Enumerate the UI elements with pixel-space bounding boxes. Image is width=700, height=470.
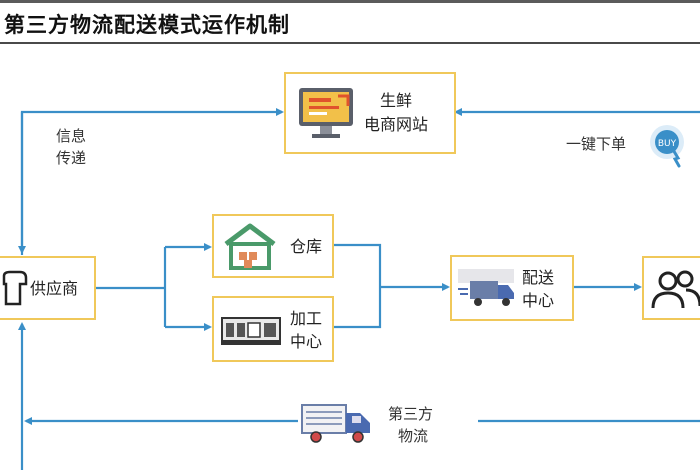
- website-label-1: 生鲜: [380, 91, 413, 110]
- page-title: 第三方物流配送模式运作机制: [4, 13, 290, 37]
- buy-button-icon: BUY: [650, 125, 684, 168]
- website-node: 生鲜 电商网站: [284, 72, 456, 154]
- info-label-2: 传递: [56, 149, 87, 167]
- supplier-label: 供应商: [30, 279, 79, 298]
- title-accent-line: [0, 0, 700, 3]
- svg-text:BUY: BUY: [658, 139, 677, 149]
- delivery-truck-icon: [458, 269, 514, 306]
- logistics-label-1: 第三方: [388, 405, 434, 423]
- logistics-truck-icon: [301, 404, 370, 443]
- info-label-1: 信息: [56, 127, 87, 145]
- processing-node: 加工 中心: [212, 296, 334, 362]
- processing-label-1: 加工: [290, 309, 323, 328]
- distribution-label-1: 配送: [522, 268, 555, 287]
- distribution-node: 配送 中心: [450, 255, 574, 321]
- factory-icon: [221, 317, 281, 345]
- title-bar: 第三方物流配送模式运作机制: [0, 0, 700, 44]
- warehouse-node: 仓库: [212, 214, 334, 278]
- distribution-label-2: 中心: [522, 291, 555, 310]
- order-label: 一键下单: [566, 135, 627, 153]
- warehouse-out-line: [334, 243, 382, 329]
- warehouse-icon: [224, 223, 276, 270]
- supplier-node: 供应商: [0, 256, 96, 320]
- supplier-icon: [2, 270, 28, 306]
- logistics-label-2: 物流: [398, 427, 429, 445]
- monitor-icon: [299, 88, 353, 138]
- warehouse-label: 仓库: [290, 237, 323, 256]
- processing-label-2: 中心: [290, 332, 323, 351]
- users-icon: [651, 270, 700, 309]
- consumer-node: [642, 256, 700, 320]
- website-label-2: 电商网站: [364, 115, 429, 134]
